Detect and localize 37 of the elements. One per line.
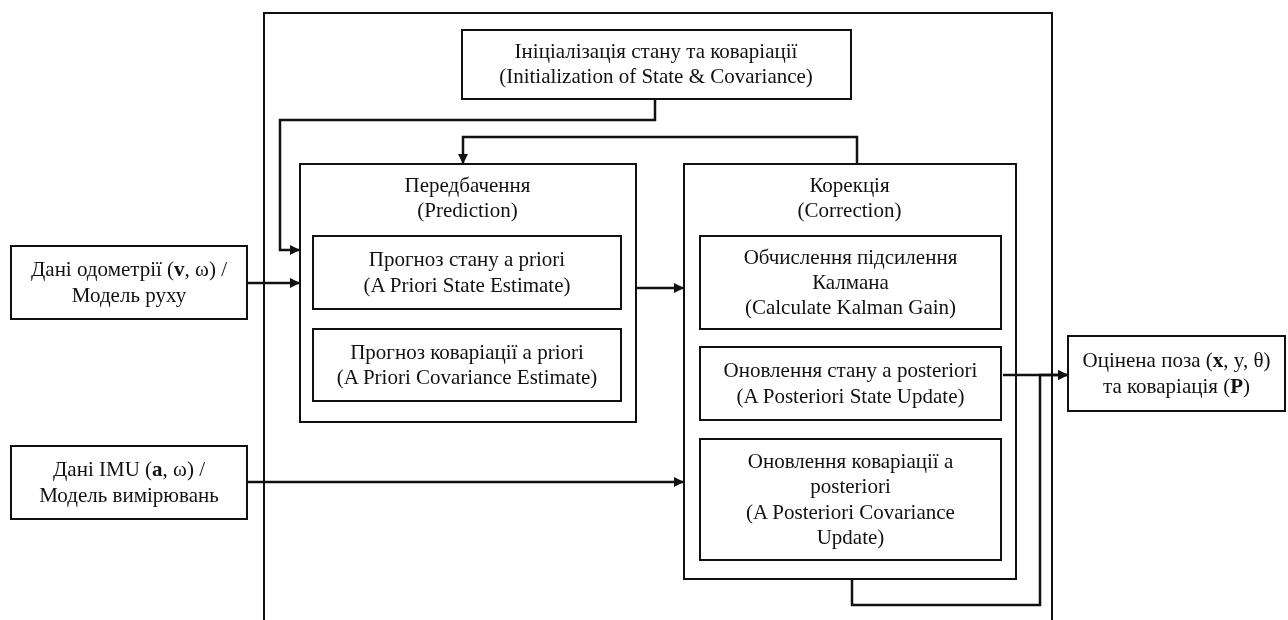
process-box: [312, 328, 622, 402]
box-label: (A Posteriori Covariance Update): [745, 499, 956, 550]
box-label: Обчислення підсилення Калмана: [742, 244, 959, 296]
box-label: Дані одометрії (v, ω) / Модель руху: [30, 257, 228, 308]
arrow: [248, 278, 300, 288]
box-label: Оцінена поза (x, y, θ) та коваріація (P): [1081, 348, 1272, 399]
box-label: Ініціалізація стану та коваріації: [514, 38, 798, 64]
arrow: [850, 370, 1068, 607]
arrow: [248, 477, 684, 487]
process-box: [699, 438, 1002, 561]
process-box: [10, 245, 248, 320]
box-label: (A Posteriori State Update): [736, 383, 965, 409]
group-heading: Корекція: [808, 172, 891, 198]
box-label: Прогноз коваріації а priori: [350, 339, 584, 365]
arrow: [458, 135, 859, 164]
process-box: [460, 28, 852, 100]
box-label: Дані IMU (a, ω) / Модель вимірювань: [38, 457, 220, 508]
process-box: [699, 235, 1002, 330]
box-label: Прогноз стану а priori: [368, 247, 566, 273]
group-box: [298, 162, 637, 423]
group-heading: (Prediction): [416, 197, 519, 223]
box-label: (A Priori Covariance Estimate): [336, 365, 598, 391]
box-label: (A Priori State Estimate): [363, 272, 571, 298]
box-label: Оновлення стану а posteriori: [723, 358, 978, 384]
group-heading: Передбачення: [403, 172, 532, 198]
frame-box: [263, 12, 1053, 620]
process-box: [1067, 335, 1286, 412]
process-box: [10, 445, 248, 520]
box-label: Оновлення коваріації а posteriori: [746, 449, 955, 500]
arrow: [637, 283, 684, 293]
box-label: (Initialization of State & Covariance): [499, 64, 813, 90]
box-label: (Calculate Kalman Gain): [744, 295, 957, 321]
process-box: [312, 235, 622, 310]
group-box: [682, 162, 1017, 580]
group-heading: (Correction): [796, 197, 903, 223]
process-box: [699, 346, 1002, 421]
arrow: [278, 100, 657, 255]
